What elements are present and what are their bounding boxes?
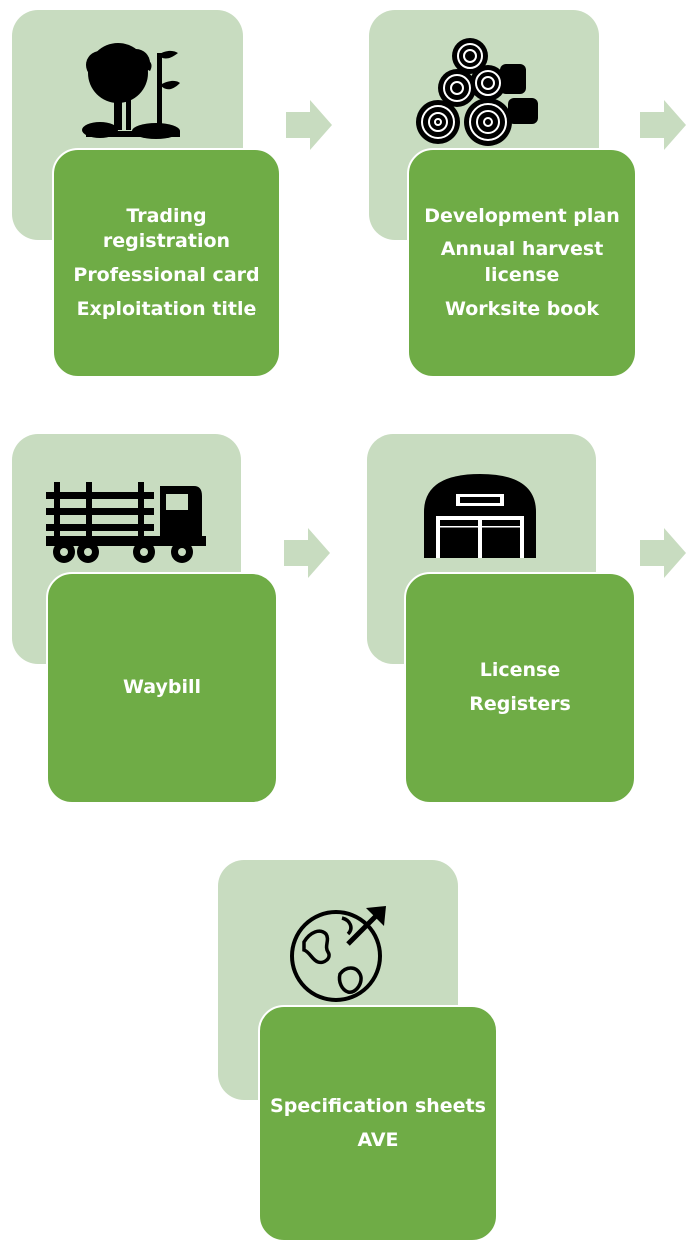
step-3-line-1: Waybill bbox=[122, 676, 202, 699]
globe-export-icon bbox=[290, 904, 390, 1004]
step-1-line-1: Trading registration bbox=[102, 204, 231, 253]
timber-logs-icon bbox=[412, 36, 542, 146]
step-1-card: Trading registration Professional card E… bbox=[52, 148, 281, 378]
step-3-card: Waybill bbox=[46, 572, 278, 804]
step-2-line-2: Annual harvest license bbox=[440, 238, 604, 286]
step-4-line-1: License bbox=[479, 659, 561, 682]
warehouse-icon bbox=[422, 472, 538, 558]
arrow-right-icon bbox=[640, 100, 686, 150]
step-2-line-3: Worksite book bbox=[444, 297, 600, 320]
forest-icon bbox=[78, 35, 188, 145]
step-5-line-1: Specification sheets bbox=[270, 1094, 486, 1117]
arrow-right-icon bbox=[284, 528, 330, 578]
step-2-line-1: Development plan bbox=[424, 204, 620, 227]
step-5-line-2: AVE bbox=[357, 1128, 399, 1151]
step-1-line-2: Professional card bbox=[73, 264, 260, 286]
arrow-right-icon bbox=[286, 100, 332, 150]
step-1-line-3: Exploitation title bbox=[76, 297, 257, 320]
step-4-card: License Registers bbox=[404, 572, 636, 804]
step-2-card: Development plan Annual harvest license … bbox=[407, 148, 637, 378]
step-5-card: Specification sheets AVE bbox=[258, 1005, 498, 1242]
arrow-right-icon bbox=[640, 528, 686, 578]
logging-truck-icon bbox=[46, 478, 206, 564]
step-4-line-2: Registers bbox=[469, 693, 571, 715]
